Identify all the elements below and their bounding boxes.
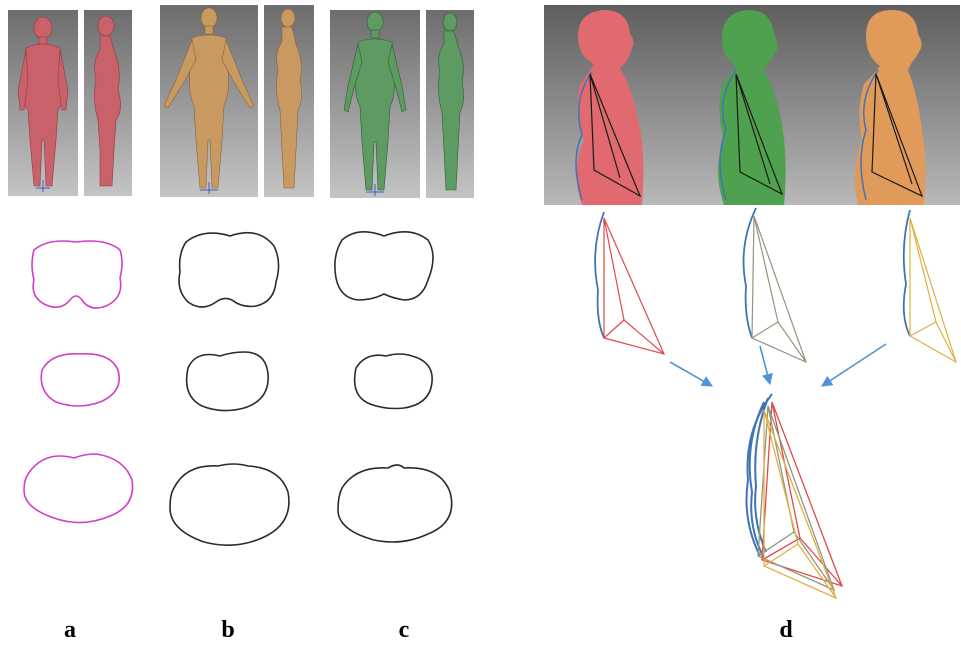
arrow-right: [822, 344, 886, 386]
arrow-middle: [760, 346, 770, 384]
panel-c-side-render: [426, 10, 474, 198]
panel-d-overlay: [747, 394, 843, 598]
contour-b-hip: [170, 464, 289, 545]
panel-c-front-render: [330, 10, 420, 198]
arrow-left: [670, 362, 712, 386]
contour-c-chest: [335, 232, 433, 300]
panel-b-side-render: [264, 5, 314, 197]
panel-d-wireframe-b: [744, 208, 806, 362]
contour-a-hip: [24, 454, 133, 523]
panel-b-contours: [170, 233, 289, 546]
contour-c-hip: [338, 465, 452, 542]
contour-c-waist: [355, 354, 433, 409]
panel-label-b: b: [221, 617, 234, 643]
panel-a-side-render: [84, 10, 132, 196]
panel-label-d: d: [779, 617, 793, 643]
panel-d-silhouette-render: [544, 5, 960, 205]
panel-label-a: a: [64, 617, 76, 643]
contour-a-chest: [32, 241, 122, 308]
panel-d-wireframe-a: [595, 212, 664, 354]
panel-b-front-render: [160, 5, 258, 197]
contour-b-chest: [179, 233, 279, 307]
panel-d-wireframe-c: [904, 210, 956, 362]
panel-a-contours: [24, 241, 133, 523]
panel-label-c: c: [399, 617, 410, 643]
contour-a-waist: [41, 354, 119, 406]
panel-c-contours: [335, 232, 452, 542]
contour-b-waist: [187, 352, 269, 411]
panel-a-front-render: [8, 10, 78, 196]
panel-d-arrows: [670, 344, 886, 386]
